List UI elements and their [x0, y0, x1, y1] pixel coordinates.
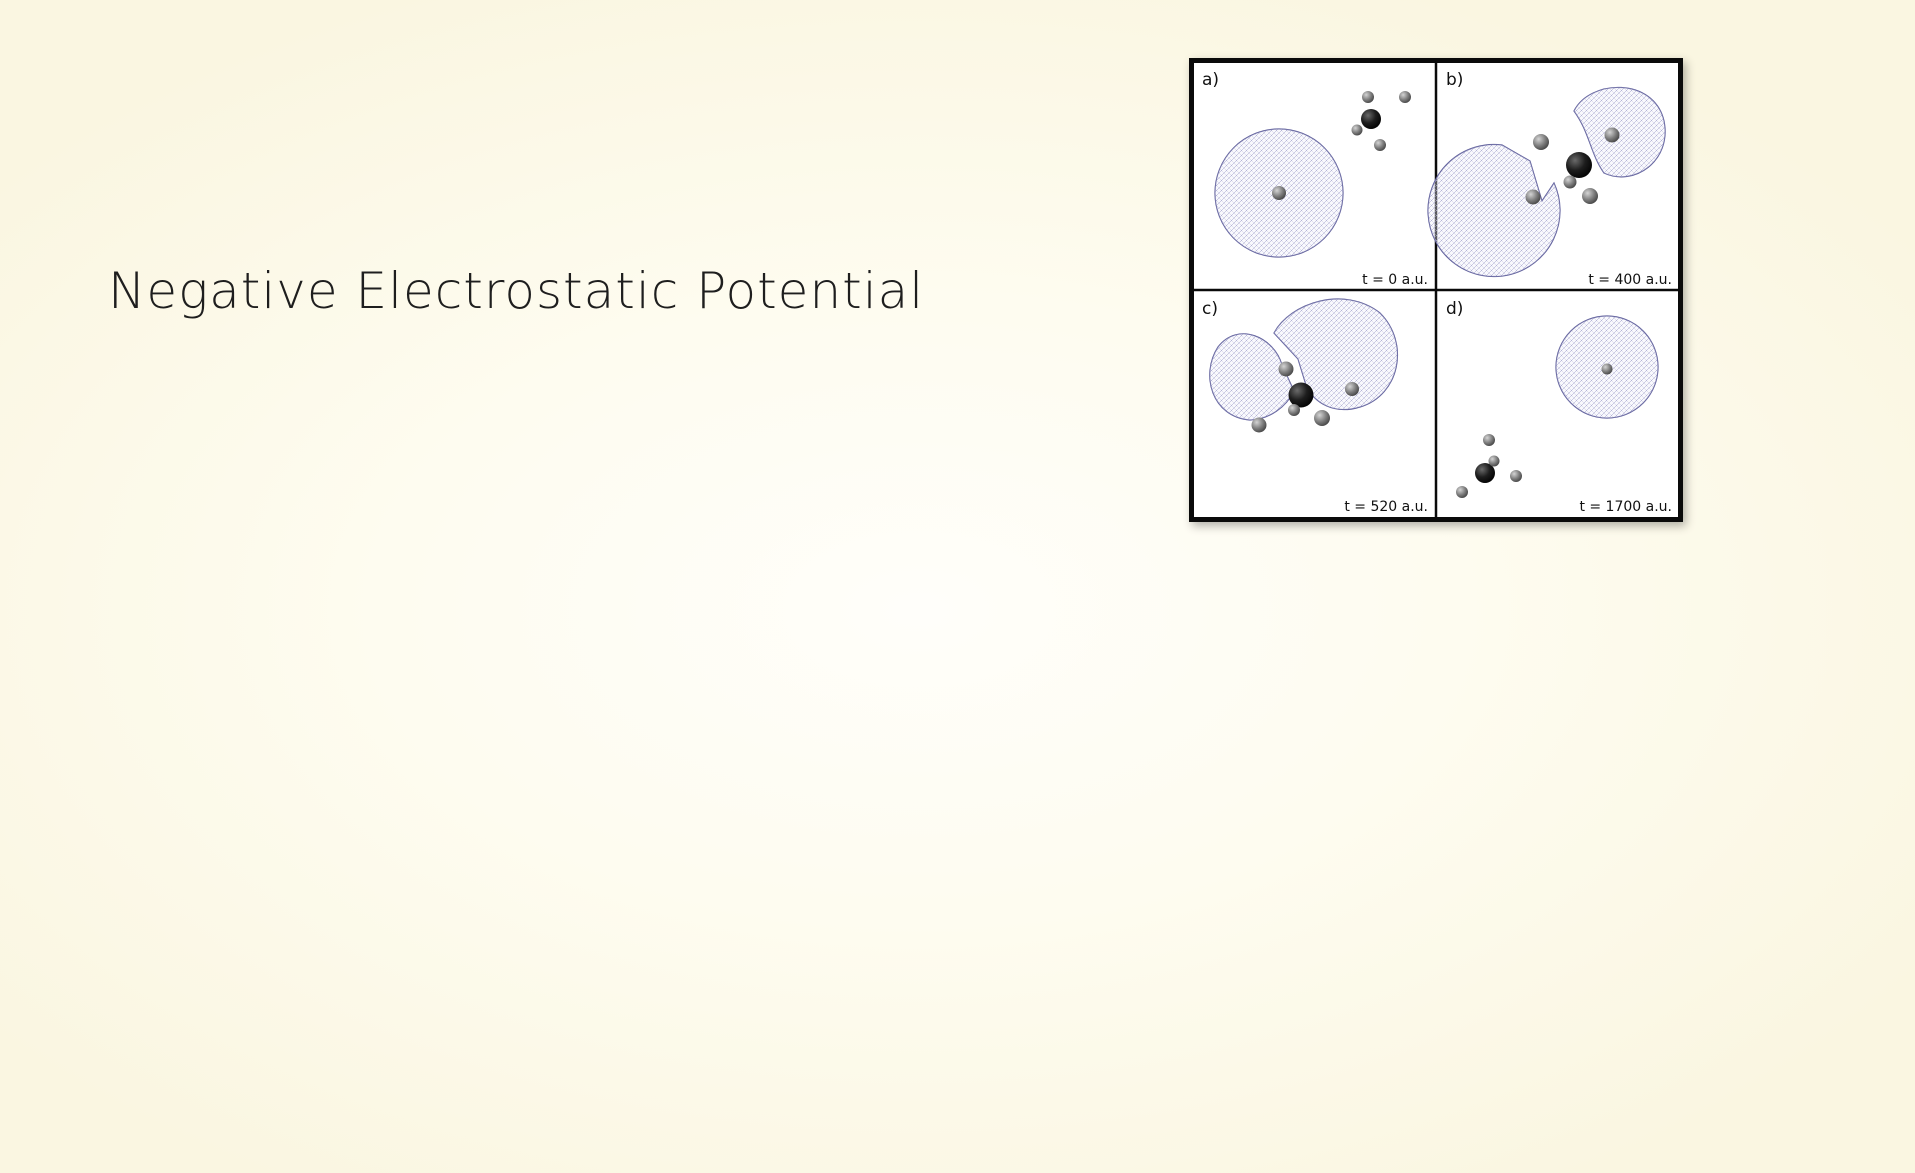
panel-d-time: t = 1700 a.u.	[1579, 499, 1672, 515]
isosurface-lobe	[1209, 333, 1295, 421]
panel-a-label: a)	[1202, 70, 1219, 90]
panel-a: a) t = 0 a.u.	[1202, 70, 1428, 288]
hydrogen-atom	[1288, 404, 1300, 416]
hydrogen-atom	[1374, 139, 1386, 151]
hydrogen-atom	[1345, 382, 1359, 396]
panel-c-time: t = 520 a.u.	[1344, 499, 1428, 515]
slide-title: Negative Electrostatic Potential	[108, 262, 925, 320]
carbon-atom	[1361, 109, 1381, 129]
isosurface-lobe	[1273, 298, 1398, 411]
carbon-atom	[1475, 463, 1495, 483]
hydrogen-atom	[1399, 91, 1411, 103]
carbon-atom	[1566, 152, 1592, 178]
carbon-atom	[1288, 382, 1314, 408]
hydrogen-atom	[1251, 417, 1267, 433]
panel-c: c) t = 520 a.u.	[1202, 298, 1428, 515]
hydrogen-atom	[1582, 188, 1598, 204]
hydrogen-atom	[1314, 410, 1330, 426]
hydrogen-atom	[1601, 363, 1613, 375]
hydrogen-atom	[1525, 189, 1541, 205]
hydrogen-atom	[1272, 186, 1286, 200]
panel-c-label: c)	[1202, 299, 1218, 319]
panel-d-label: d)	[1446, 299, 1463, 319]
panel-d: d) t = 1700 a.u.	[1446, 299, 1672, 515]
panel-a-time: t = 0 a.u.	[1362, 272, 1428, 288]
methane-molecule	[1351, 91, 1411, 151]
hydrogen-atom	[1510, 470, 1522, 482]
methane-molecule	[1251, 361, 1359, 433]
hydrogen-atom	[1604, 127, 1620, 143]
hydrogen-atom	[1488, 455, 1500, 467]
isosurface-lobe	[1427, 143, 1561, 278]
panel-b: b) t = 400 a.u.	[1427, 70, 1672, 288]
hydrogen-atom	[1483, 434, 1495, 446]
panel-b-label: b)	[1446, 70, 1463, 90]
isosurface-lobe	[1573, 86, 1666, 178]
methane-molecule	[1525, 127, 1620, 205]
hydrogen-atom	[1362, 91, 1374, 103]
simulation-figure: a) t = 0 a.u. b)	[1189, 58, 1683, 522]
hydrogen-atom	[1563, 175, 1577, 189]
hydrogen-atom	[1278, 361, 1294, 377]
simulation-figure-svg: a) t = 0 a.u. b)	[1194, 63, 1678, 517]
hydrogen-atom	[1456, 486, 1468, 498]
panel-b-time: t = 400 a.u.	[1588, 272, 1672, 288]
hydrogen-atom	[1351, 124, 1363, 136]
hydrogen-atom	[1533, 134, 1549, 150]
methane-molecule	[1456, 434, 1522, 498]
